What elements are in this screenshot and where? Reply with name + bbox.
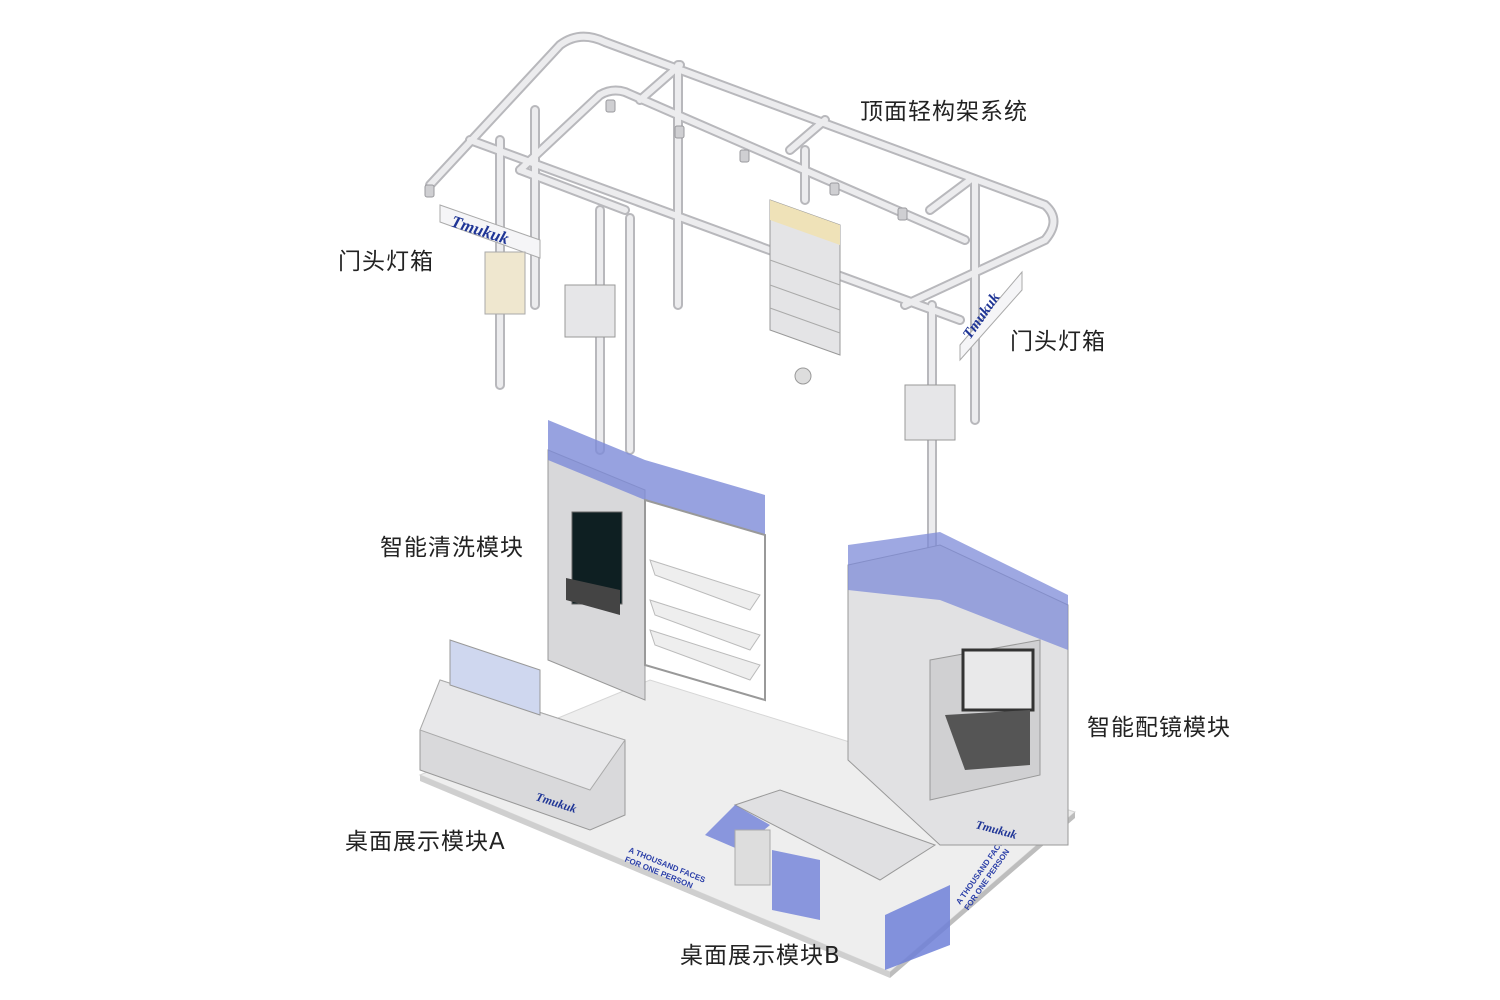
label-desk-display-a: 桌面展示模块A (345, 829, 506, 855)
label-smart-cleaning: 智能清洗模块 (380, 535, 524, 561)
spotlights (424, 99, 908, 221)
label-desk-display-b: 桌面展示模块B (680, 943, 841, 969)
label-smart-fitting: 智能配镜模块 (1087, 715, 1231, 741)
smart-cleaning-module (547, 420, 766, 702)
desk-display-b (705, 789, 950, 970)
label-ceiling-frame: 顶面轻构架系统 (860, 99, 1028, 125)
label-door-lightbox-right: 门头灯箱 (1010, 329, 1106, 355)
label-door-lightbox-left: 门头灯箱 (338, 249, 434, 275)
smart-fitting-module: Tmukuk (847, 532, 1069, 846)
hanging-display (564, 199, 956, 441)
door-lightbox-left: Tmukuk (439, 204, 541, 315)
floor-edge (420, 775, 890, 978)
ceiling-frame (425, 31, 1059, 565)
desk-display-a: Tmukuk (419, 639, 626, 831)
